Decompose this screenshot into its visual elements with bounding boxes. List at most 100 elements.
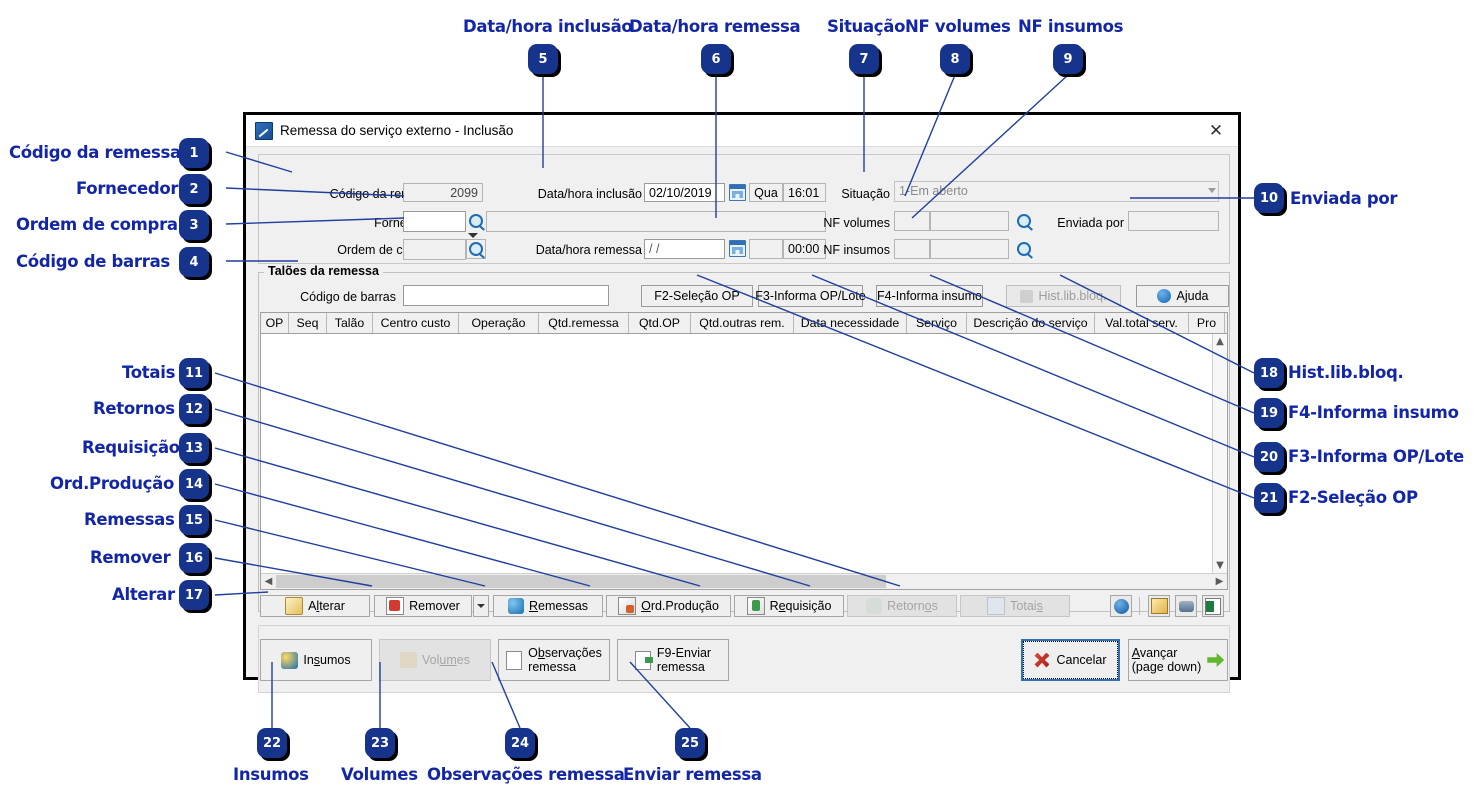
annotation-label-6: Data/hora remessa xyxy=(629,17,801,36)
data-remessa-weekday xyxy=(749,239,783,259)
grid-column-header[interactable]: Data necessidade xyxy=(794,313,907,333)
key-icon xyxy=(1020,289,1034,303)
data-inclusao-time[interactable]: 16:01 xyxy=(783,183,826,202)
hist-lib-bloq-button: Hist.lib.bloq. xyxy=(1006,285,1121,307)
enviada-por-label: Enviada por xyxy=(1057,216,1124,230)
grid-column-header[interactable]: Pro xyxy=(1189,313,1225,333)
chevron-down-icon-fornecedor[interactable] xyxy=(468,233,478,238)
search-icon-nf-volumes[interactable] xyxy=(1014,212,1034,230)
grid-column-header[interactable]: Descrição do serviço xyxy=(967,313,1095,333)
grid-column-header[interactable]: Talão xyxy=(327,313,373,333)
search-icon-ordem-compra[interactable] xyxy=(466,239,486,259)
production-order-icon xyxy=(618,597,637,615)
data-inclusao-label: Data/hora inclusão xyxy=(537,187,642,201)
cancel-icon xyxy=(1034,652,1050,668)
requisicao-button[interactable]: Requisição xyxy=(734,595,844,617)
f4-informa-insumo-button[interactable]: F4-Informa insumo xyxy=(876,285,983,307)
retornos-button: Retornos xyxy=(847,595,957,617)
annotation-badge-4: 4 xyxy=(179,247,209,277)
annotation-badge-14: 14 xyxy=(179,469,209,499)
annotation-badge-2: 2 xyxy=(179,174,209,204)
data-inclusao-field[interactable]: 02/10/2019 xyxy=(644,183,725,202)
horizontal-scrollbar[interactable]: ◀ ▶ xyxy=(261,573,1227,589)
annotation-badge-22: 22 xyxy=(257,728,287,758)
annotation-label-18: Hist.lib.bloq. xyxy=(1288,363,1404,382)
enviar-remessa-button[interactable]: F9-Enviar remessa xyxy=(617,639,729,681)
cancelar-button[interactable]: Cancelar xyxy=(1021,639,1120,681)
scroll-left-arrow-icon[interactable]: ◀ xyxy=(264,576,273,587)
remessas-button[interactable]: Remessas xyxy=(493,595,603,617)
notepad-icon xyxy=(506,650,523,670)
close-icon[interactable]: ✕ xyxy=(1208,120,1224,141)
nf-insumos-field[interactable] xyxy=(930,239,1009,259)
totais-button: Totais xyxy=(960,595,1070,617)
totals-icon xyxy=(987,597,1006,615)
grid-column-header[interactable]: Qtd.outras rem. xyxy=(691,313,794,333)
nf-insumos-number-field[interactable] xyxy=(894,239,930,259)
annotation-label-9: NF insumos xyxy=(1018,17,1124,36)
excel-export-button[interactable] xyxy=(1202,595,1224,617)
notes-button[interactable] xyxy=(1148,595,1170,617)
grid-column-header[interactable]: Val.total serv. xyxy=(1095,313,1189,333)
search-icon-fornecedor[interactable] xyxy=(466,212,486,230)
chevron-down-icon-situacao[interactable] xyxy=(1208,188,1216,193)
grid-column-header[interactable]: Seq xyxy=(289,313,327,333)
annotation-label-4: Código de barras xyxy=(16,252,170,271)
observacoes-line2: remessa xyxy=(528,660,577,674)
vertical-scrollbar[interactable]: ▲ ▼ xyxy=(1212,334,1227,573)
grid-column-header[interactable]: Operação xyxy=(459,313,539,333)
scroll-up-arrow-icon[interactable]: ▲ xyxy=(1216,336,1224,347)
grid-column-header[interactable]: Serviço xyxy=(907,313,967,333)
horizontal-scroll-thumb[interactable] xyxy=(276,575,886,588)
insumos-button[interactable]: Insumos xyxy=(260,639,372,681)
remover-dropdown-button[interactable] xyxy=(473,595,489,617)
alterar-button[interactable]: Alterar xyxy=(260,595,370,617)
annotation-badge-25: 25 xyxy=(675,728,705,758)
situacao-select[interactable]: 1-Em aberto xyxy=(894,181,1219,202)
data-remessa-field[interactable]: / / xyxy=(644,239,725,259)
annotation-label-11: Totais xyxy=(122,363,176,382)
binoculars-button[interactable] xyxy=(1175,595,1197,617)
ord-producao-button[interactable]: Ord.Produção xyxy=(606,595,731,617)
grid-column-header[interactable]: Centro custo xyxy=(373,313,459,333)
avancar-button[interactable]: Avançar (page down) xyxy=(1128,639,1228,681)
nf-volumes-field[interactable] xyxy=(930,211,1009,231)
remover-button[interactable]: Remover xyxy=(374,595,472,617)
f3-informa-op-lote-button[interactable]: F3-Informa OP/Lote xyxy=(755,285,866,307)
calendar-icon-remessa[interactable] xyxy=(729,240,746,257)
annotation-label-17: Alterar xyxy=(112,585,175,604)
observacoes-remessa-button[interactable]: Observações remessa xyxy=(498,639,610,681)
annotation-badge-1: 1 xyxy=(179,138,209,168)
annotation-badge-23: 23 xyxy=(365,728,395,758)
info-button[interactable] xyxy=(1110,595,1132,617)
ordem-compra-field[interactable] xyxy=(403,239,466,260)
nf-volumes-number-field[interactable] xyxy=(894,211,930,231)
annotation-badge-6: 6 xyxy=(701,44,731,74)
notes-icon xyxy=(1150,598,1168,614)
help-icon xyxy=(1156,289,1171,303)
data-remessa-time[interactable]: 00:00 xyxy=(783,239,826,259)
calendar-icon-inclusao[interactable] xyxy=(729,184,746,201)
volumes-button: Volumes xyxy=(379,639,491,681)
grid-column-header[interactable]: OP xyxy=(261,313,289,333)
f2-selecao-op-button[interactable]: F2-Seleção OP xyxy=(641,285,753,307)
ajuda-button[interactable]: Ajuda xyxy=(1136,285,1229,307)
delete-icon xyxy=(386,597,405,615)
grid-column-header[interactable]: Qtd.remessa xyxy=(539,313,629,333)
annotation-label-15: Remessas xyxy=(84,510,175,529)
shipments-icon xyxy=(507,598,524,614)
grid-column-header[interactable]: Qtd.OP xyxy=(629,313,691,333)
scroll-down-arrow-icon[interactable]: ▼ xyxy=(1216,560,1224,571)
annotation-badge-10: 10 xyxy=(1254,183,1284,213)
codigo-barras-input[interactable] xyxy=(403,285,609,306)
annotation-badge-5: 5 xyxy=(528,44,558,74)
scroll-right-arrow-icon[interactable]: ▶ xyxy=(1215,576,1224,587)
edit-icon xyxy=(285,597,304,615)
search-icon-nf-insumos[interactable] xyxy=(1014,240,1034,258)
send-icon xyxy=(634,650,653,670)
annotation-label-19: F4-Informa insumo xyxy=(1288,403,1459,422)
data-inclusao-weekday: Qua xyxy=(749,183,783,202)
fornecedor-field[interactable] xyxy=(403,211,466,232)
annotation-label-25: Enviar remessa xyxy=(623,765,762,784)
